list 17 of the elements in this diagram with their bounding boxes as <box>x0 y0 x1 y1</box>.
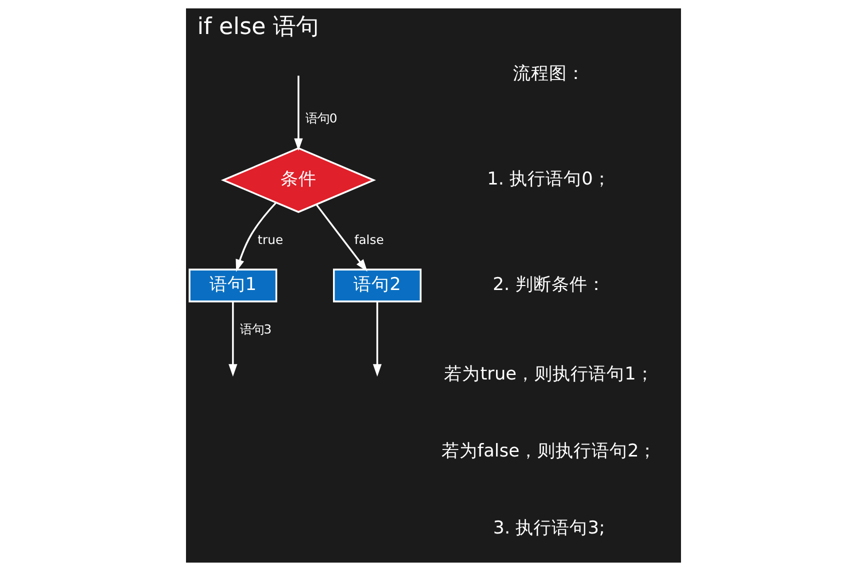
node-box: 语句2 <box>333 268 422 302</box>
label: 若为false，则执行语句2； <box>441 441 657 462</box>
label: 流程图： <box>513 64 586 84</box>
edge-label: 语句0 <box>305 110 338 126</box>
edge-label: true <box>258 232 284 248</box>
node-diamond: 条件 <box>220 147 376 213</box>
edge-label: 语句3 <box>240 321 272 336</box>
label: 3. 执行语句3; <box>493 518 605 538</box>
arrow <box>316 204 368 272</box>
label: 若为true，则执行语句1； <box>444 364 654 384</box>
arrow <box>236 202 277 272</box>
label: 2. 判断条件： <box>492 274 606 295</box>
label: 1. 执行语句0； <box>487 170 611 190</box>
diagram-title: if else 语句 <box>197 14 320 40</box>
edge-label: false <box>354 232 384 248</box>
arrow <box>294 76 303 151</box>
node-box: 语句1 <box>188 268 278 302</box>
